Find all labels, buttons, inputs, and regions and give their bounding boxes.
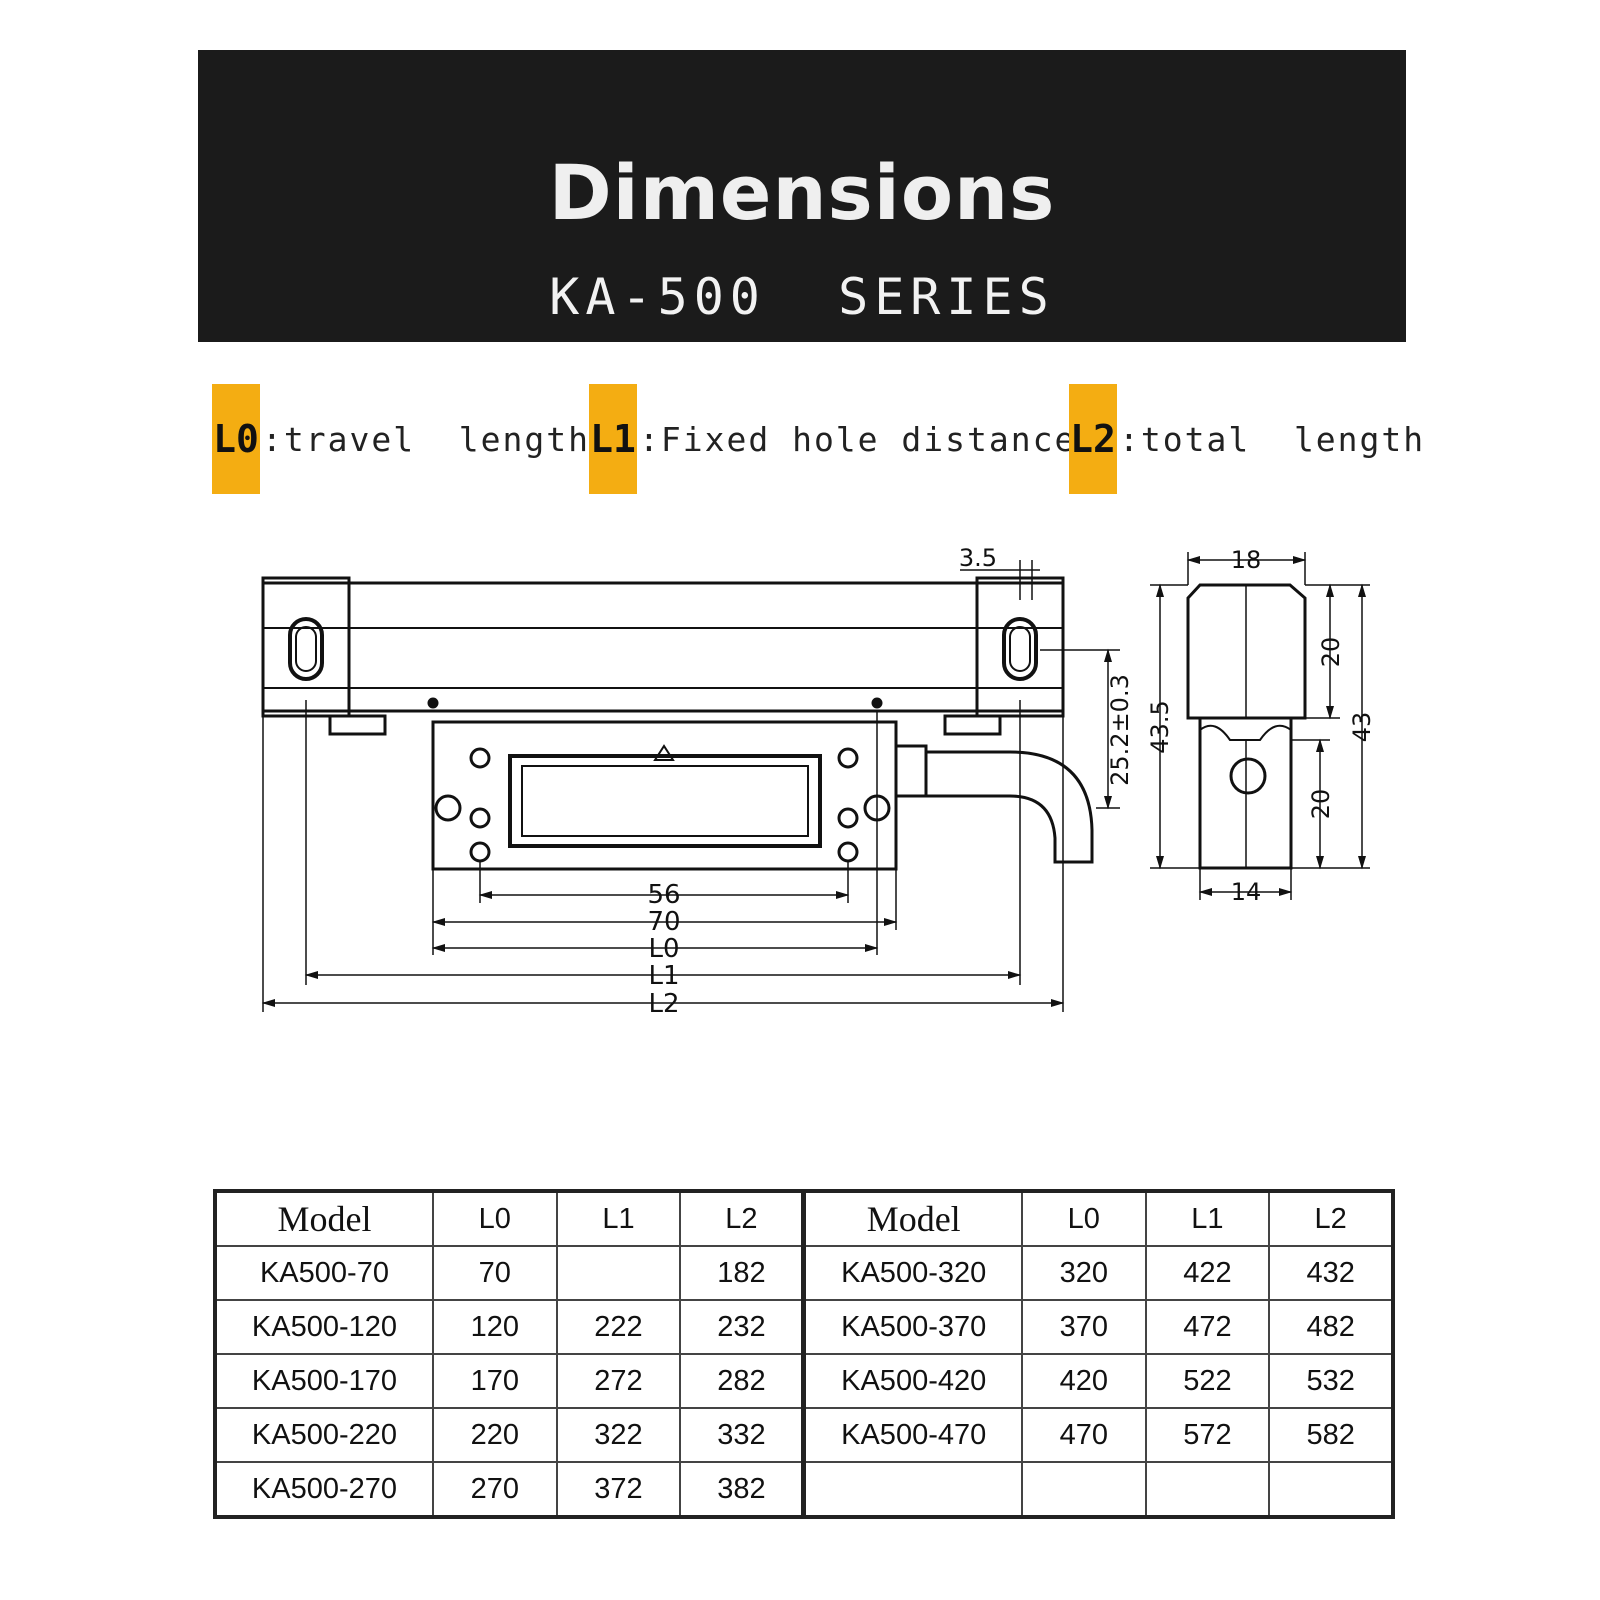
header-banner: Dimensions KA-500 SERIES xyxy=(198,50,1406,342)
table-cell xyxy=(555,1245,682,1301)
front-view xyxy=(261,560,1120,1012)
table-cell: 220 xyxy=(431,1407,558,1463)
header-l2: L2 xyxy=(679,1190,805,1247)
dimension-drawing: 56 70 L0 L1 L2 3.5 25.2±0.3 18 14 43.5 4… xyxy=(261,544,1376,1019)
table-cell: 472 xyxy=(1144,1299,1271,1355)
legend-code-l1: L1 xyxy=(589,384,637,494)
table-cell: 322 xyxy=(555,1407,682,1463)
cable xyxy=(926,750,1094,864)
table-cell: KA500-170 xyxy=(214,1353,434,1409)
table-cell xyxy=(1268,1461,1394,1518)
table-cell: 222 xyxy=(555,1299,682,1355)
dim-14: 14 xyxy=(1231,878,1262,906)
table-cell: 232 xyxy=(679,1299,805,1355)
dim-43-5: 43.5 xyxy=(1146,700,1174,753)
table-cell: 432 xyxy=(1268,1245,1394,1301)
table-cell: 572 xyxy=(1144,1407,1271,1463)
profile-upper xyxy=(1186,583,1307,720)
table-row: KA500-270 270 372 382 xyxy=(214,1461,1394,1518)
table-cell: KA500-220 xyxy=(214,1407,434,1463)
page-title: Dimensions xyxy=(548,148,1056,237)
table-row: KA500-220 220 322 332 KA500-470 470 572 … xyxy=(214,1407,1394,1463)
legend-code-l2: L2 xyxy=(1069,384,1117,494)
legend-item-l1: L1 :Fixed hole distance xyxy=(589,384,1076,494)
table-cell: 182 xyxy=(679,1245,805,1301)
table-cell: 272 xyxy=(555,1353,682,1409)
legend-text-l0: :travel length xyxy=(262,419,591,459)
table-cell: 170 xyxy=(431,1353,558,1409)
table-cell: 270 xyxy=(431,1461,558,1518)
table-cell: 332 xyxy=(679,1407,805,1463)
table-cell: KA500-270 xyxy=(214,1461,434,1518)
table-row: KA500-120 120 222 232 KA500-370 370 472 … xyxy=(214,1299,1394,1355)
mount-hole-left xyxy=(288,617,324,681)
legend-item-l2: L2 :total length xyxy=(1069,384,1425,494)
table-row: KA500-70 70 182 KA500-320 320 422 432 xyxy=(214,1245,1394,1301)
table-cell: KA500-120 xyxy=(214,1299,434,1355)
dim-20-upper: 20 xyxy=(1317,637,1345,668)
dim-l2: L2 xyxy=(648,989,679,1019)
table-cell: 532 xyxy=(1268,1353,1394,1409)
dim-56: 56 xyxy=(647,880,680,910)
table-cell: 522 xyxy=(1144,1353,1271,1409)
table-cell: 420 xyxy=(1020,1353,1147,1409)
table-header-row: Model L0 L1 L2 Model L0 L1 L2 xyxy=(214,1190,1394,1247)
spec-table: Model L0 L1 L2 Model L0 L1 L2 KA500-70 7… xyxy=(213,1189,1395,1519)
table-cell xyxy=(1020,1461,1147,1518)
table-cell: 372 xyxy=(555,1461,682,1518)
dim-70: 70 xyxy=(647,907,680,937)
table-cell: 422 xyxy=(1144,1245,1271,1301)
dim-20-lower: 20 xyxy=(1307,789,1335,820)
table-cell: KA500-470 xyxy=(801,1407,1023,1463)
table-row: KA500-170 170 272 282 KA500-420 420 522 … xyxy=(214,1353,1394,1409)
side-view xyxy=(1150,552,1370,900)
table-cell: KA500-320 xyxy=(801,1245,1023,1301)
dim-25-2: 25.2±0.3 xyxy=(1106,674,1134,786)
header-l1: L1 xyxy=(555,1190,682,1247)
table-cell: 282 xyxy=(679,1353,805,1409)
header-l0: L0 xyxy=(1020,1190,1147,1247)
table-cell: KA500-420 xyxy=(801,1353,1023,1409)
header-l2: L2 xyxy=(1268,1190,1394,1247)
table-cell: 70 xyxy=(431,1245,558,1301)
table-cell xyxy=(1144,1461,1271,1518)
table-cell: 320 xyxy=(1020,1245,1147,1301)
table-cell: 382 xyxy=(679,1461,805,1518)
table-cell: 470 xyxy=(1020,1407,1147,1463)
header-model: Model xyxy=(801,1190,1023,1247)
header-l0: L0 xyxy=(431,1190,558,1247)
legend-text-l2: :total length xyxy=(1119,419,1426,459)
end-cap-left xyxy=(261,576,351,718)
mount-hole-right xyxy=(1002,617,1038,681)
header-l1: L1 xyxy=(1144,1190,1271,1247)
table-cell: 482 xyxy=(1268,1299,1394,1355)
table-cell xyxy=(801,1461,1023,1518)
dim-l1: L1 xyxy=(648,961,679,991)
table-cell: 582 xyxy=(1268,1407,1394,1463)
table-cell: KA500-70 xyxy=(214,1245,434,1301)
header-model: Model xyxy=(214,1190,434,1247)
series-subtitle: KA-500 SERIES xyxy=(549,268,1055,326)
dim-3-5: 3.5 xyxy=(959,544,997,572)
side-hole xyxy=(1229,757,1267,795)
table-cell: 120 xyxy=(431,1299,558,1355)
table-cell: 370 xyxy=(1020,1299,1147,1355)
table-cell: KA500-370 xyxy=(801,1299,1023,1355)
legend-code-l0: L0 xyxy=(212,384,260,494)
dim-18: 18 xyxy=(1231,546,1262,574)
legend-item-l0: L0 :travel length xyxy=(212,384,590,494)
dim-43: 43 xyxy=(1348,712,1376,743)
legend-text-l1: :Fixed hole distance xyxy=(639,419,1077,459)
scale-body xyxy=(261,581,1065,713)
reading-window xyxy=(508,754,822,848)
dim-l0: L0 xyxy=(648,934,679,964)
